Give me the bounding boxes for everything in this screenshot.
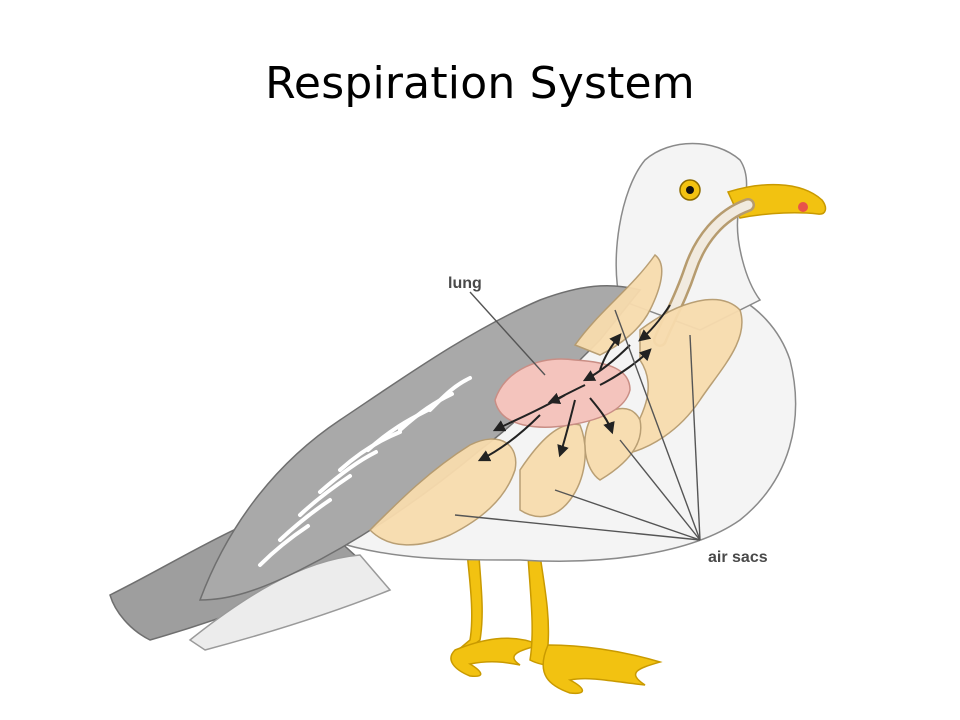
wing-feather-marks	[258, 376, 472, 567]
slide-title: Respiration System	[265, 58, 695, 109]
air-sac-abdominal	[368, 438, 517, 546]
air-sacs-line-3	[619, 439, 701, 541]
air-sacs-line-2	[689, 334, 701, 541]
bird-legs	[450, 539, 663, 695]
label-lines	[454, 291, 701, 541]
air-sacs-line-4	[554, 489, 701, 541]
air-sacs-line-1	[614, 309, 701, 541]
airflow-arrows	[477, 304, 671, 462]
air-sacs-line-5	[454, 514, 701, 541]
air-sac-posterior-thoracic	[519, 423, 586, 518]
air-sac-cervical	[573, 253, 663, 356]
beak-spot	[798, 202, 808, 212]
label-air-sacs: air sacs	[708, 549, 768, 566]
bird-eye	[679, 179, 701, 201]
lung-pointer-line	[469, 291, 546, 376]
label-lung: lung	[448, 275, 482, 292]
